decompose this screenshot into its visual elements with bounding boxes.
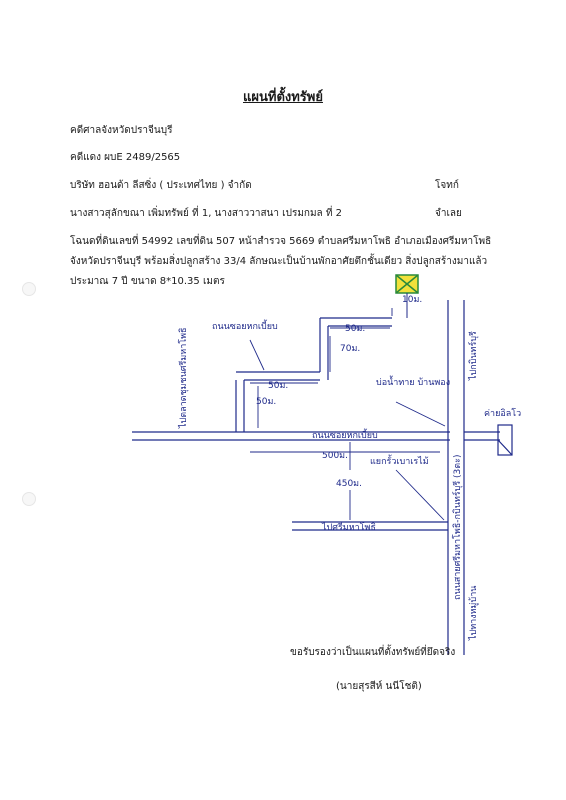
- label-dist-70: 70ม.: [340, 344, 360, 354]
- certification-text: ขอรับรองว่าเป็นแผนที่ตั้งทรัพย์ที่ยึดจริ…: [290, 647, 456, 658]
- label-lane-top: ถนนซอยหกเบี้ยบ: [212, 319, 278, 332]
- label-dist-450: 450ม.: [336, 479, 362, 489]
- signer-name: (นายสุรสีห์ นนีโชติ): [336, 681, 422, 692]
- dimension-lines: [250, 308, 440, 520]
- label-dist-500: 500ม.: [322, 451, 348, 461]
- label-to-right-bottom: ไปทางหมู่บ้าน: [468, 586, 479, 641]
- plaintiff-role: โจทก์: [435, 180, 459, 191]
- label-dist-50-mid: 50ม.: [268, 381, 288, 391]
- punch-hole: [22, 282, 36, 296]
- leader-lines: [249, 339, 446, 521]
- label-to-right-top: ไปกบินทร์บุรี: [467, 331, 479, 381]
- court-name: คดีศาลจังหวัดปราจีนบุรี: [70, 125, 173, 136]
- label-junction: แยกรั้วเบาเรไม้: [370, 454, 429, 467]
- property-description: โฉนดที่ดินเลขที่ 54992 เลขที่ดิน 507 หน้…: [70, 236, 492, 287]
- label-water-tank: บ่อน้ำทาย บ้านพอง: [376, 375, 450, 388]
- punch-hole: [22, 492, 36, 506]
- label-dist-50-vert: 50ม.: [256, 397, 276, 407]
- defendant-names: นางสาวสุลักขณา เพิ่มทรัพย์ ที่ 1, นางสาว…: [70, 208, 342, 219]
- map-roads: [132, 300, 513, 655]
- document-title: แผนที่ตั้งทรัพย์: [243, 90, 323, 105]
- label-dist-50-top: 50ม.: [345, 324, 365, 334]
- label-main-road: ถนนสายศรีมหาโพธิ-กบินทร์บุรี (3ตะ): [451, 455, 463, 600]
- label-lane-main: ถนนซอยหกเบี้ยบ: [312, 428, 378, 441]
- label-dist-10: 10ม.: [402, 295, 422, 305]
- label-right-far: ค่ายอิลโว: [484, 408, 521, 419]
- case-number: คดีแดง ผบE 2489/2565: [70, 152, 181, 163]
- defendant-role: จำเลย: [435, 208, 462, 219]
- label-to-sri-maha-pho: ไปศรีมหาโพธิ: [321, 522, 376, 533]
- label-left-road: ไปตลาดชุมชนศรีมหาโพธิ: [178, 327, 189, 429]
- plaintiff-name: บริษัท ฮอนด้า ลีสซิ่ง ( ประเทศไทย ) จำกั…: [70, 180, 252, 191]
- property-marker-cross: [395, 274, 419, 294]
